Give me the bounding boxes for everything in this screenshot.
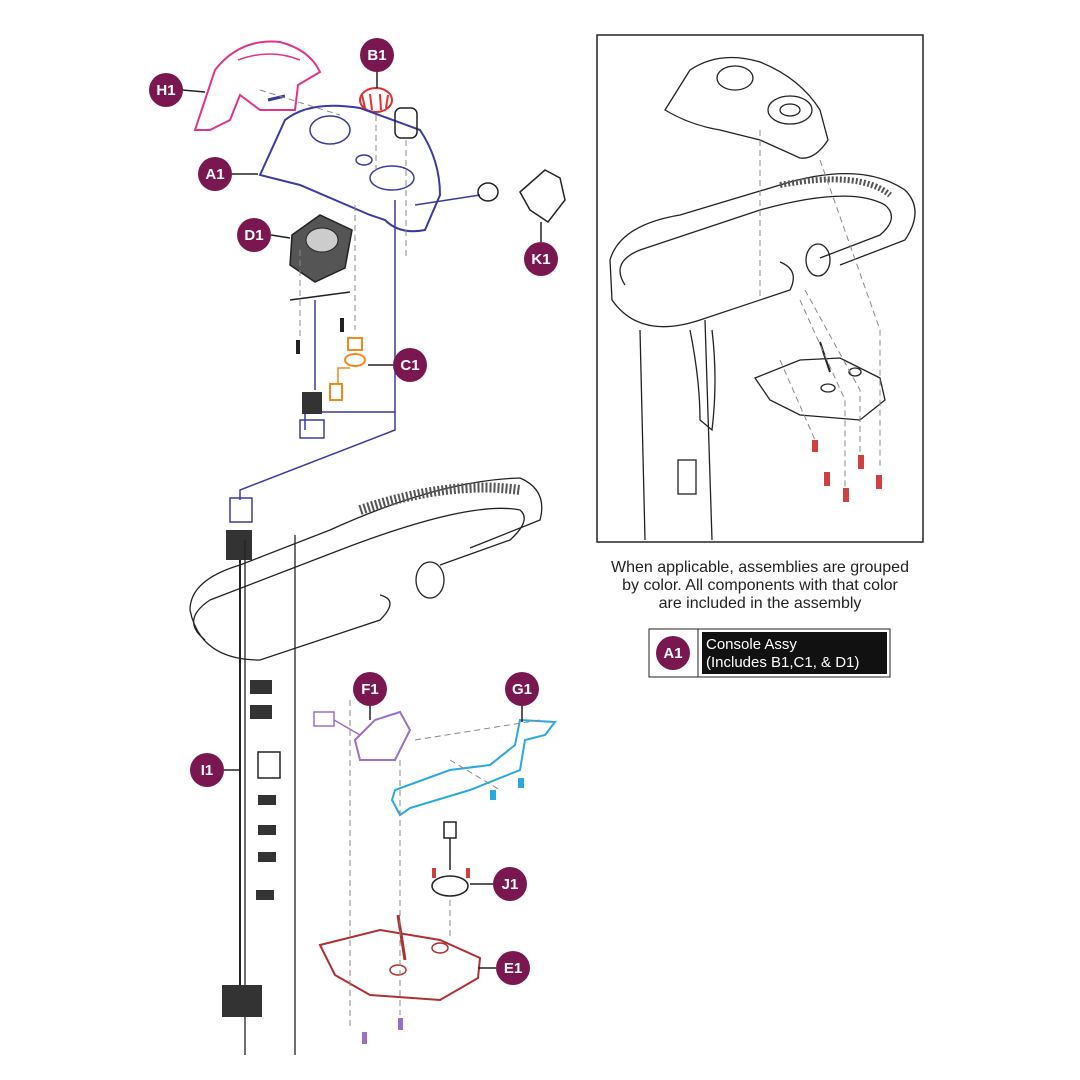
- potentiometer-part: [329, 337, 366, 401]
- callout-e1: E1: [478, 951, 530, 985]
- callout-c1: C1: [368, 348, 427, 382]
- note-line-3: are included in the assembly: [659, 595, 862, 612]
- callout-label: J1: [502, 876, 519, 893]
- rear-shroud-part: [193, 40, 322, 131]
- note-line-1: When applicable, assemblies are grouped: [611, 559, 909, 576]
- callout-k1: K1: [524, 222, 558, 276]
- callout-label: E1: [504, 960, 522, 977]
- speed-knob-part: [359, 87, 393, 113]
- callout-label: B1: [367, 47, 386, 64]
- callout-j1: J1: [470, 867, 527, 901]
- assembled-view-inset: [596, 34, 924, 543]
- column-harness-part: [222, 560, 281, 1017]
- keyswitch-part: [289, 214, 353, 354]
- note-line-2: by color. All components with that color: [622, 577, 898, 594]
- throttle-lever-part: [390, 718, 557, 817]
- callout-label: G1: [512, 681, 532, 698]
- exploded-guides: [259, 89, 541, 1030]
- key-line-2: (Includes B1,C1, & D1): [706, 654, 859, 671]
- key-badge-label: A1: [663, 645, 682, 662]
- color-grouping-note: When applicable, assemblies are grouped …: [611, 559, 909, 612]
- callout-label: K1: [531, 251, 550, 268]
- console-harness: [226, 200, 396, 560]
- callout-h1: H1: [149, 73, 206, 107]
- callout-g1: G1: [505, 672, 539, 722]
- callout-d1: D1: [237, 218, 291, 252]
- callout-a1: A1: [198, 157, 258, 191]
- callout-b1: B1: [360, 38, 394, 88]
- callout-label: A1: [205, 166, 224, 183]
- callout-i1: I1: [190, 753, 240, 787]
- handlebar-frame: [189, 477, 543, 1055]
- key-line-1: Console Assy: [706, 636, 797, 653]
- callout-label: I1: [201, 762, 214, 779]
- throttle-bracket-part: [313, 710, 412, 761]
- callout-label: D1: [244, 227, 263, 244]
- console-housing-part: [258, 104, 499, 233]
- callout-label: H1: [156, 82, 175, 99]
- sensor-part: [431, 821, 470, 897]
- callout-f1: F1: [353, 672, 387, 720]
- callout-label: F1: [361, 681, 379, 698]
- assembly-key: A1 Console Assy (Includes B1,C1, & D1): [648, 628, 891, 678]
- callout-label: C1: [400, 357, 419, 374]
- clip-part: [519, 169, 566, 224]
